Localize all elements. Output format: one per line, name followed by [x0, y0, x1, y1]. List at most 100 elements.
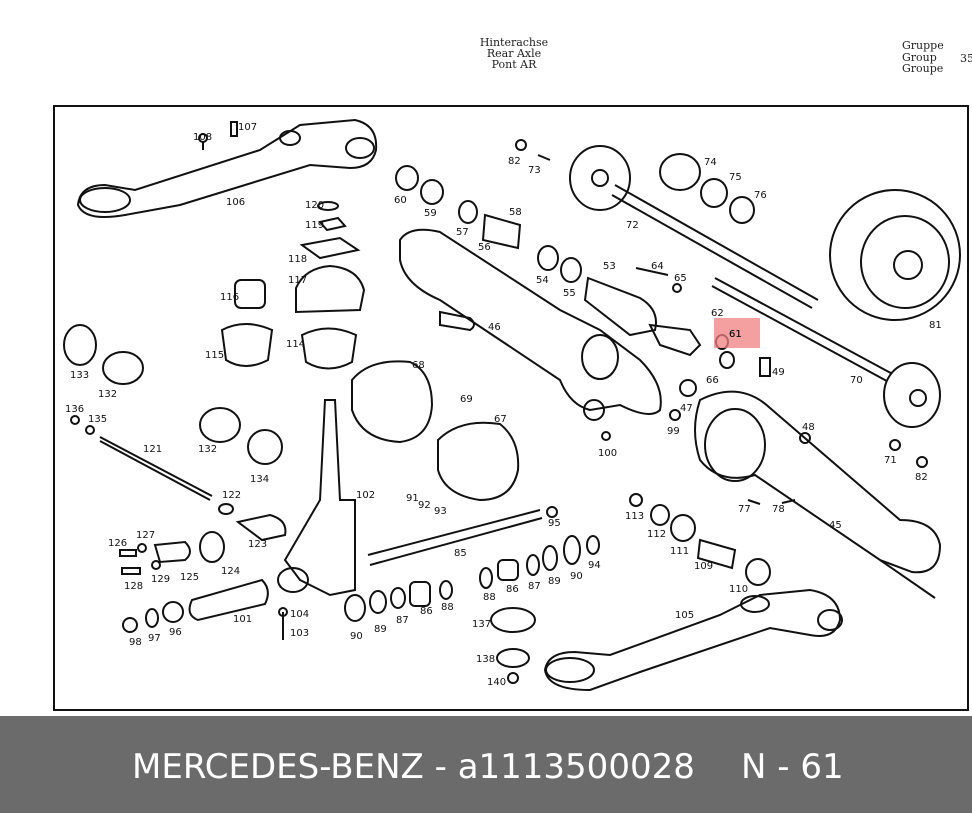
part-label-102: 102 — [356, 490, 375, 501]
part-label-87: 87 — [396, 615, 409, 626]
part-label-59: 59 — [424, 208, 437, 219]
part-label-118: 118 — [288, 254, 307, 265]
part-label-103: 103 — [290, 628, 309, 639]
part-label-55: 55 — [563, 288, 576, 299]
footer-position-number: N - 61 — [741, 747, 844, 787]
part-label-111: 111 — [670, 546, 689, 557]
part-label-105: 105 — [675, 610, 694, 621]
part-label-106: 106 — [226, 197, 245, 208]
part-label-56: 56 — [478, 242, 491, 253]
part-label-115: 115 — [205, 350, 224, 361]
part-label-108: 108 — [193, 132, 212, 143]
part-label-74: 74 — [704, 157, 717, 168]
part-label-75: 75 — [729, 172, 742, 183]
part-label-114: 114 — [286, 339, 305, 350]
part-label-62: 62 — [711, 308, 724, 319]
part-label-127: 127 — [136, 530, 155, 541]
part-label-66: 66 — [706, 375, 719, 386]
part-label-96: 96 — [169, 627, 182, 638]
part-label-94: 94 — [588, 560, 601, 571]
part-label-65: 65 — [674, 273, 687, 284]
part-label-113: 113 — [625, 511, 644, 522]
part-label-87: 87 — [528, 581, 541, 592]
part-label-88: 88 — [483, 592, 496, 603]
part-label-60: 60 — [394, 195, 407, 206]
part-label-119: 119 — [305, 220, 324, 231]
part-label-53: 53 — [603, 261, 616, 272]
part-label-132: 132 — [198, 444, 217, 455]
part-label-57: 57 — [456, 227, 469, 238]
part-label-45: 45 — [829, 520, 842, 531]
part-label-125: 125 — [180, 572, 199, 583]
part-label-61: 61 — [729, 329, 742, 340]
part-label-116: 116 — [220, 292, 239, 303]
group-label-block: Gruppe Group Groupe — [902, 40, 944, 75]
title-line-fr: Pont AR — [491, 58, 537, 71]
part-label-138: 138 — [476, 654, 495, 665]
part-label-101: 101 — [233, 614, 252, 625]
part-label-137: 137 — [472, 619, 491, 630]
part-label-58: 58 — [509, 207, 522, 218]
part-label-68: 68 — [412, 360, 425, 371]
part-label-98: 98 — [129, 637, 142, 648]
part-label-117: 117 — [288, 275, 307, 286]
part-label-69: 69 — [460, 394, 473, 405]
group-label-de: Gruppe — [902, 39, 944, 52]
group-label-fr: Groupe — [902, 62, 944, 75]
diagram-title-block: Hinterachse Rear Axle Pont AR — [452, 37, 576, 70]
title-line-de: Hinterachse — [479, 36, 549, 49]
part-label-92: 92 — [418, 500, 431, 511]
part-label-72: 72 — [626, 220, 639, 231]
part-label-110: 110 — [729, 584, 748, 595]
part-label-71: 71 — [884, 455, 897, 466]
part-label-47: 47 — [680, 403, 693, 414]
part-label-93: 93 — [434, 506, 447, 517]
part-label-91: 91 — [406, 493, 419, 504]
part-label-90: 90 — [350, 631, 363, 642]
footer-brand-part-number: MERCEDES-BENZ - a1113500028 — [132, 747, 695, 787]
part-label-95: 95 — [548, 518, 561, 529]
part-label-134: 134 — [250, 474, 269, 485]
part-label-76: 76 — [754, 190, 767, 201]
group-label-en: Group — [902, 50, 937, 64]
part-label-123: 123 — [248, 539, 267, 550]
part-label-132: 132 — [98, 389, 117, 400]
part-label-81: 81 — [929, 320, 942, 331]
part-label-124: 124 — [221, 566, 240, 577]
part-label-70: 70 — [850, 375, 863, 386]
part-label-90: 90 — [570, 571, 583, 582]
part-label-120: 120 — [305, 200, 324, 211]
callout-number: 61 — [729, 329, 742, 340]
part-label-88: 88 — [441, 602, 454, 613]
part-label-78: 78 — [772, 504, 785, 515]
part-label-104: 104 — [290, 609, 309, 620]
part-label-86: 86 — [420, 606, 433, 617]
part-label-54: 54 — [536, 275, 549, 286]
part-label-97: 97 — [148, 633, 161, 644]
line-art — [63, 118, 961, 692]
part-label-77: 77 — [738, 504, 751, 515]
part-label-107: 107 — [238, 122, 257, 133]
part-label-46: 46 — [488, 322, 501, 333]
part-label-49: 49 — [772, 367, 785, 378]
footer-bar — [0, 716, 972, 813]
part-label-136: 136 — [65, 404, 84, 415]
part-label-112: 112 — [647, 529, 666, 540]
part-label-135: 135 — [88, 414, 107, 425]
part-label-86: 86 — [506, 584, 519, 595]
part-label-109: 109 — [694, 561, 713, 572]
exploded-parts-diagram: 61 1081071061201191181171161151141331321… — [53, 105, 969, 711]
group-number: 35 — [960, 52, 972, 65]
part-label-82: 82 — [915, 472, 928, 483]
part-label-64: 64 — [651, 261, 664, 272]
callout-highlight — [714, 318, 760, 348]
part-label-128: 128 — [124, 581, 143, 592]
part-label-85: 85 — [454, 548, 467, 559]
part-label-89: 89 — [548, 576, 561, 587]
part-label-100: 100 — [598, 448, 617, 459]
part-label-122: 122 — [222, 490, 241, 501]
part-label-67: 67 — [494, 414, 507, 425]
part-label-89: 89 — [374, 624, 387, 635]
part-label-121: 121 — [143, 444, 162, 455]
